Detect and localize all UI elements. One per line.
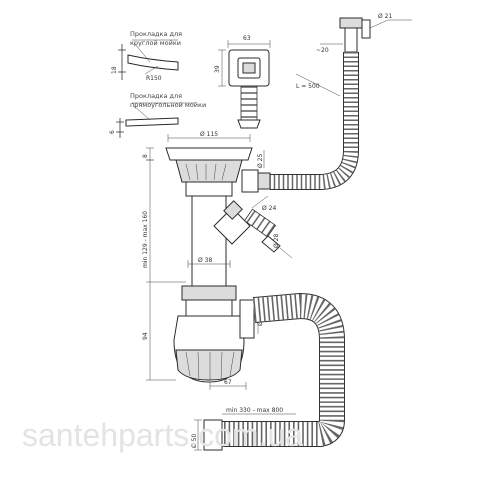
siphon-top-nut (181, 285, 237, 301)
round-gasket-profile (127, 54, 179, 71)
overflow-hose-ribs (270, 52, 358, 189)
left-dimensions: min 129 - max 160 94 (142, 159, 186, 381)
outlet-end-cuff (203, 419, 223, 451)
dim-63: 63 (243, 35, 251, 42)
d50-line (194, 419, 202, 451)
washer-hose-end (261, 235, 281, 253)
strainer-nut (185, 181, 233, 197)
overflow-top-fitting: Ø 21 ~20 (316, 13, 412, 54)
dim-d21: Ø 21 (378, 13, 392, 20)
strainer-ribs (185, 163, 227, 181)
d24-leader (251, 195, 269, 209)
dim-l500: L = 500 (296, 83, 320, 90)
rect-gasket-detail: Прокладка для прямоугольной мойки 6 (109, 92, 206, 138)
overflow-hose: L = 500 (270, 52, 359, 190)
inlet-nut (241, 169, 259, 193)
overflow-nut (339, 17, 363, 29)
dim-d115: Ø 115 (200, 131, 218, 138)
gasket-ext-lines (118, 49, 126, 73)
round-gasket-leader-tip (133, 42, 151, 63)
overflow-hose-stub (240, 85, 258, 121)
rect-gasket-ext-lines (116, 121, 124, 133)
overflow-box: 63 39 (214, 35, 271, 129)
bottle-siphon: Ø 40 67 (173, 285, 264, 390)
inlet-sleeve (257, 172, 271, 190)
rect-gasket-leader-tip (133, 105, 151, 121)
overflow-flange (361, 19, 371, 39)
tail-pipe: Ø 38 (187, 195, 231, 287)
overflow-neck (344, 27, 358, 53)
rect-gasket-profile (125, 117, 179, 127)
dim-d25: Ø 25 (257, 154, 264, 168)
d21-leader (369, 19, 412, 29)
round-gasket-note-line2: круглой мойки (130, 39, 181, 47)
dim-67: 67 (224, 379, 232, 386)
dim-8: 8 (142, 154, 149, 158)
dim-d24: Ø 24 (262, 205, 276, 212)
d28-leader (279, 247, 293, 259)
strainer-flange (165, 147, 253, 161)
tail-pipe-body (191, 195, 227, 287)
overall-dim-line (146, 159, 154, 381)
dim-39-line (218, 49, 226, 87)
dim-range1: min 129 - max 160 (142, 211, 149, 268)
siphon-outlet (239, 299, 255, 339)
connector-nut (223, 200, 243, 220)
rect-gasket-note-line1: Прокладка для (130, 92, 182, 100)
connector-elbow (213, 207, 251, 245)
dim-67-line (209, 382, 247, 390)
overall-ext-lines (154, 281, 186, 381)
l500-leader (295, 73, 341, 97)
siphon-neck (185, 299, 233, 317)
watermark: santehparts.com.ua (22, 417, 303, 453)
siphon-cap-ribs (185, 351, 235, 381)
strainer-body (175, 159, 243, 183)
dim-range2: min 330 - max 800 (226, 407, 283, 414)
overflow-inlet: Ø 25 (241, 150, 271, 193)
d38-line (187, 260, 231, 268)
dim-18: 18 (111, 66, 118, 74)
rect-gasket-note-line2: прямоугольной мойки (130, 101, 206, 109)
dim-63-line (227, 40, 271, 48)
overflow-hose-body (270, 52, 359, 190)
r150-leader (144, 65, 159, 75)
washer-hose (243, 208, 277, 238)
dim-94: 94 (142, 332, 149, 340)
dim-d28: Ø 28 (273, 234, 280, 248)
dim-d50: Ø 50 (191, 434, 198, 448)
round-gasket-detail: Прокладка для круглой мойки 18 R150 (111, 30, 182, 82)
dim-d38: Ø 38 (198, 257, 212, 264)
dim-r150: R150 (146, 75, 162, 82)
washer-connector: Ø 24 Ø 28 (213, 195, 293, 259)
siphon-cap (175, 349, 243, 381)
dim-6: 6 (109, 130, 116, 134)
dim-115-line (167, 134, 251, 142)
dim-39: 39 (214, 65, 221, 73)
drain-strainer: Ø 115 8 (142, 131, 253, 197)
dim-20: ~20 (316, 47, 329, 54)
overflow-stub-end (237, 119, 261, 129)
overflow-grille-slot (242, 62, 256, 74)
outlet-hose: Ø 50 min 330 - max 800 (191, 292, 345, 451)
round-gasket-note-line1: Прокладка для (130, 30, 182, 38)
